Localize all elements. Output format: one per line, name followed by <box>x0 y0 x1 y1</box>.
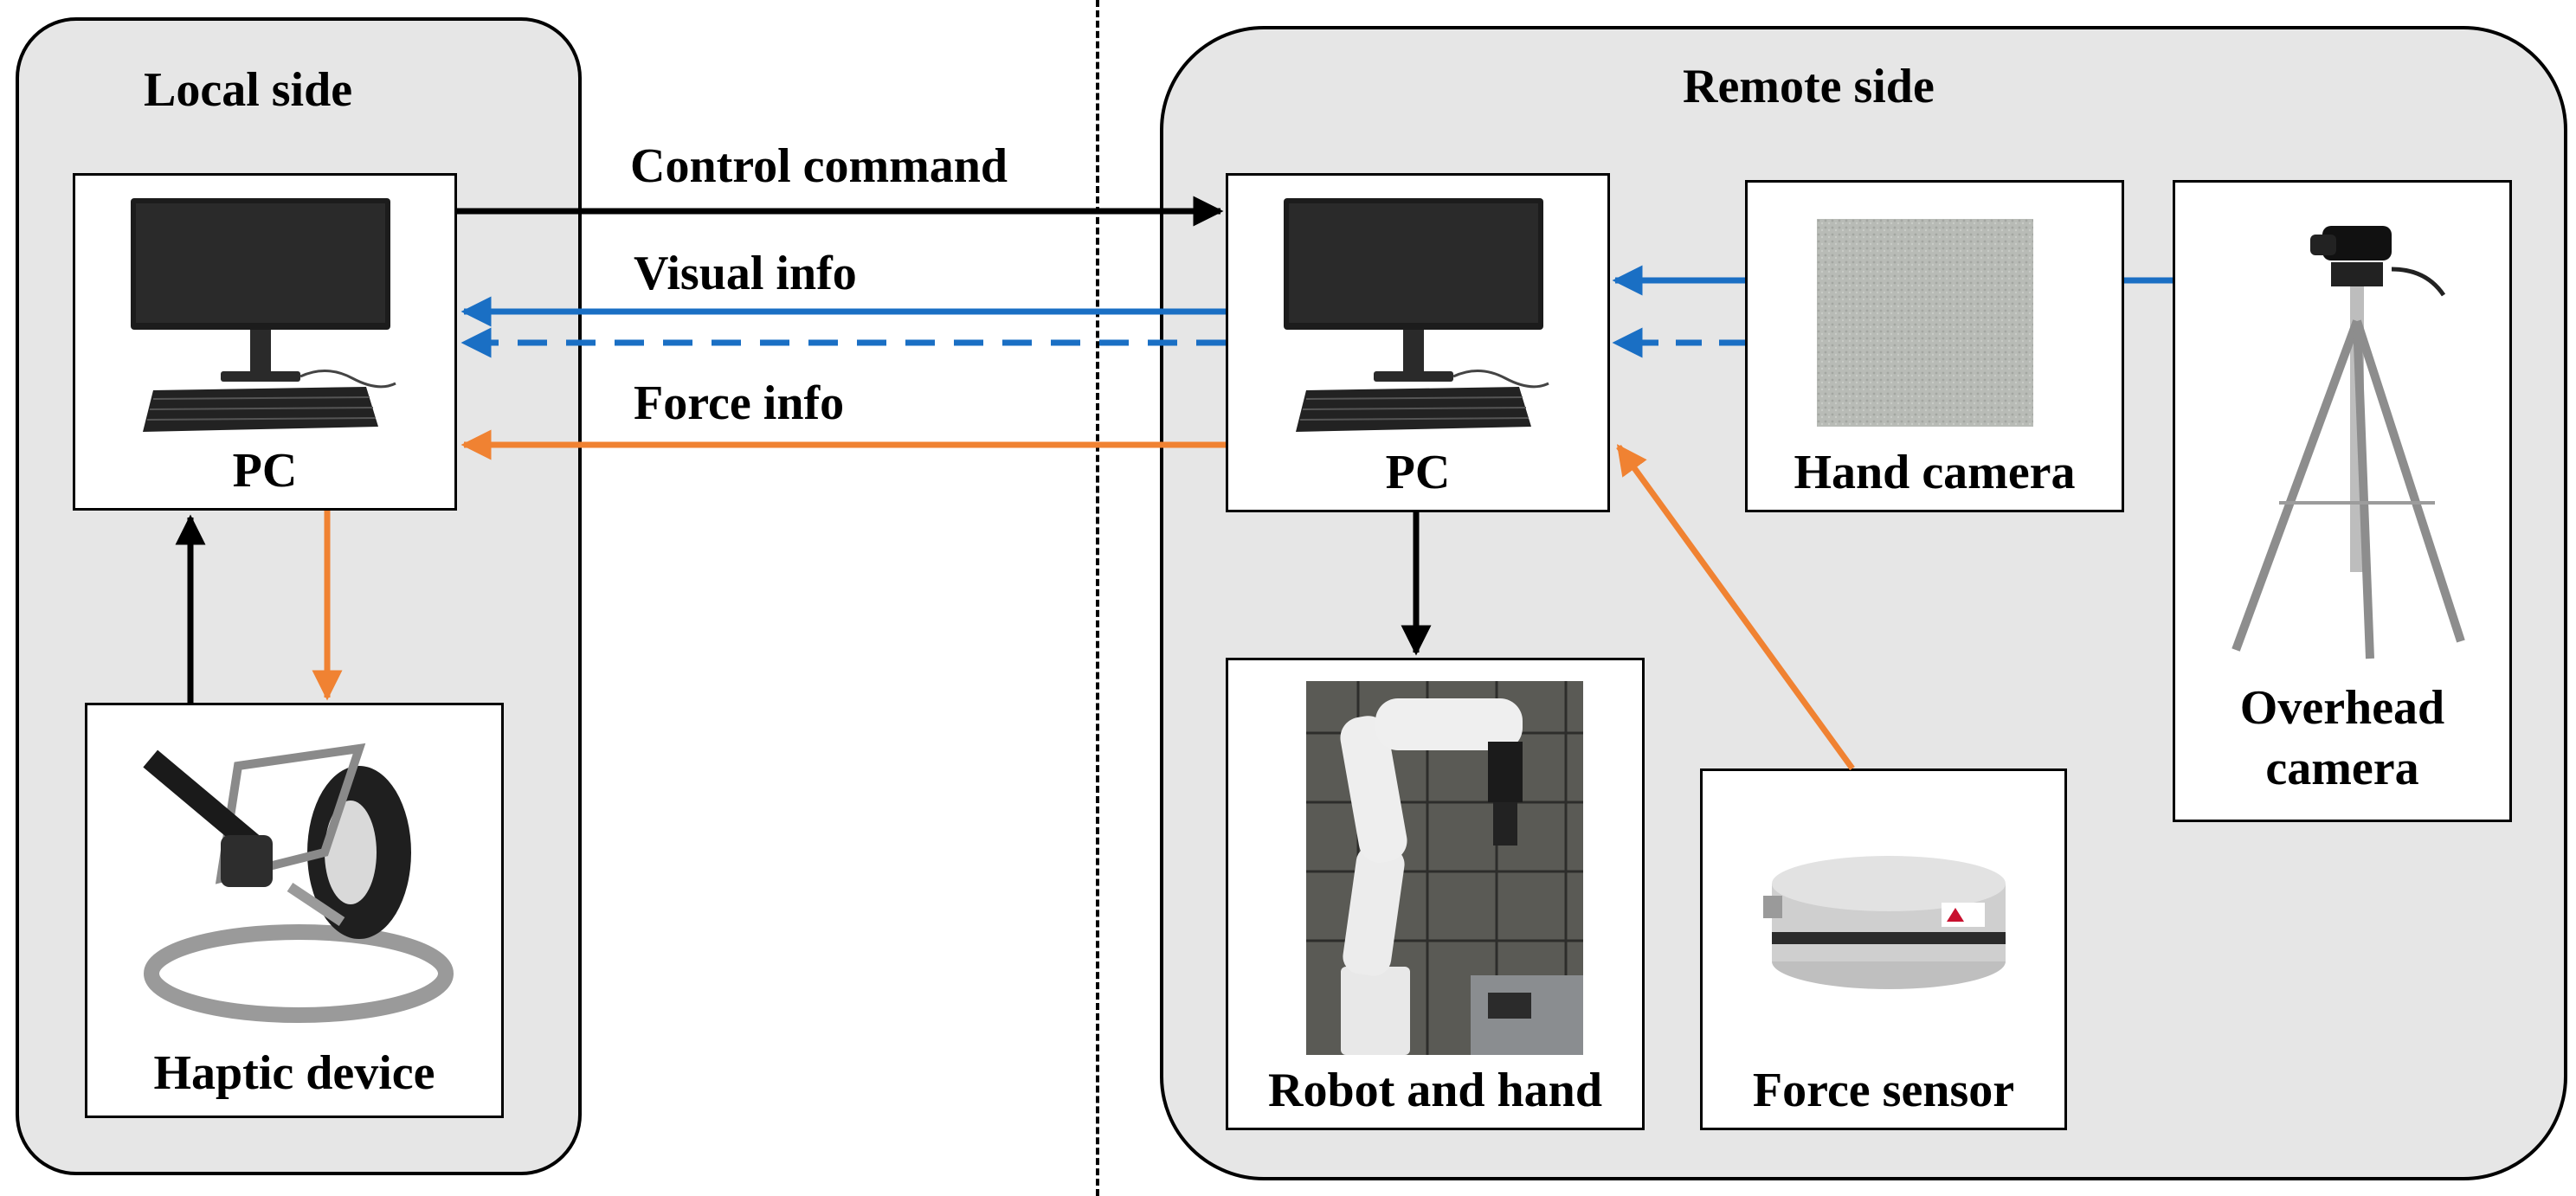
overhead-camera-label-line2: camera <box>2265 742 2419 795</box>
force-info-label: Force info <box>634 376 845 430</box>
hand-camera-image <box>1817 219 2033 427</box>
overhead-camera-box: Overhead camera <box>2173 180 2512 822</box>
hand-camera-box: Hand camera <box>1745 180 2124 512</box>
robot-arm-image <box>1306 681 1583 1055</box>
haptic-device-icon <box>143 743 454 1023</box>
computer-icon <box>1284 198 1549 432</box>
computer-icon <box>131 198 396 432</box>
remote-pc-box: PC <box>1226 173 1610 512</box>
hand-camera-label: Hand camera <box>1794 446 2076 499</box>
overhead-camera-label-line1: Overhead <box>2239 681 2445 735</box>
local-side-title: Local side <box>144 63 353 117</box>
tripod-camera-icon <box>2231 226 2465 659</box>
robot-hand-label: Robot and hand <box>1268 1064 1602 1117</box>
haptic-device-box: Haptic device <box>85 703 504 1118</box>
visual-info-label: Visual info <box>634 247 857 300</box>
overhead-camera-label: Overhead camera <box>2175 678 2509 799</box>
local-pc-label: PC <box>232 444 298 498</box>
divider-line <box>1096 0 1099 1196</box>
remote-side-title: Remote side <box>1683 60 1935 113</box>
force-sensor-box: Force sensor <box>1700 768 2067 1130</box>
haptic-device-label: Haptic device <box>153 1046 435 1100</box>
force-sensor-icon <box>1763 856 2006 989</box>
force-sensor-arrow <box>1616 444 1855 771</box>
local-pc-box: PC <box>73 173 457 511</box>
robot-hand-box: Robot and hand <box>1226 658 1645 1130</box>
force-sensor-label: Force sensor <box>1752 1064 2015 1117</box>
control-command-label: Control command <box>630 139 1008 193</box>
remote-pc-label: PC <box>1385 446 1451 499</box>
